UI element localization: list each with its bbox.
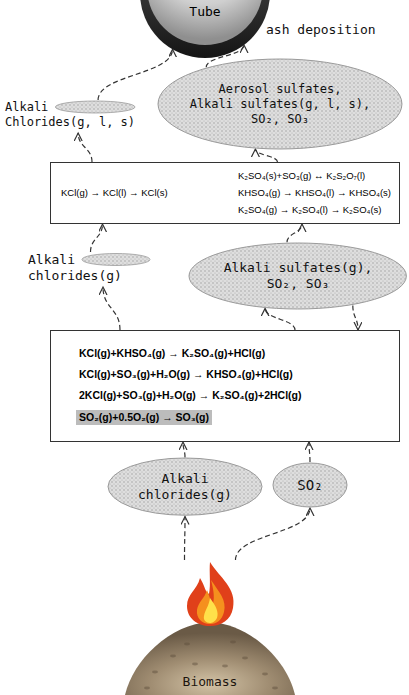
reaction-text: K₂SO₄(g) → K₂SO₄(l) → K₂SO₄(s) [238,204,391,216]
species-label: Alkali sulfates(g, l, s), [190,97,371,112]
flow-arrow [183,442,185,457]
species-ellipse: SO₂ [272,462,348,508]
flame-inner [204,598,218,623]
reaction-box: KCl(g)+KHSO₄(g) → K₂SO₄(g)+HCl(g) KCl(g)+… [50,330,400,442]
reaction-text: K₂SO₄(s)+SO₃(g) ↔ K₂S₂O₇(l) [238,170,391,182]
flow-arrow [98,49,172,100]
flame-middle [197,580,225,624]
species-ellipse-shape [82,254,150,266]
species-label: Alkali chlorides(g) [135,471,235,503]
species-ellipse: Aerosol sulfates,Alkali sulfates(g, l, s… [157,58,403,150]
species-label: SO₂ [297,477,322,494]
species-label: SO₂, SO₃ [190,112,371,127]
biomass-speck [242,657,248,660]
biomass-speck [230,641,236,644]
biomass-speck [184,643,190,646]
species-ellipse-shape [108,458,262,515]
biomass-mound [125,622,295,695]
flow-arrow [265,308,295,330]
species-label: Alkali sulfates(g), SO₂, SO₃ [218,260,378,292]
biomass-speck [152,671,158,674]
flow-arrow [236,508,311,560]
flame-outer [187,562,234,626]
flow-arrow [287,224,302,242]
flow-arrow [91,224,103,252]
reaction-column: K₂SO₄(s)+SO₃(g) ↔ K₂S₂O₇(l) KHSO₄(g) → KH… [238,170,391,216]
flow-arrow [103,287,120,330]
biomass-speck [222,665,228,668]
tube-wall [140,0,270,58]
tube: Tube [140,0,270,58]
biomass-speck [192,663,198,666]
species-ellipse-shape [55,101,135,113]
species-label: Alkali Chlorides(g, l, s) [5,100,138,130]
annotation-label: ash deposition [266,22,376,38]
species-label: Alkali chlorides(g) [28,252,153,284]
species-ellipse: Alkali sulfates(g), SO₂, SO₃ [188,242,407,310]
biomass-speck [170,655,176,658]
biomass-pile: Biomass [125,560,295,695]
species-label: Alkali Chlorides(g, l, s) [5,100,138,133]
species-ellipse-shape [158,59,402,149]
text-group: Alkali chlorides(g) [135,471,235,503]
biomass-label: Biomass [183,674,238,690]
species-ellipse-shape [189,243,406,309]
species-label: Aerosol sulfates, [190,82,371,97]
reaction-text: KHSO₄(g) → KHSO₄(l) → KHSO₄(s) [238,187,391,199]
reaction-box: KCl(g) → KCl(l) → KCl(s) K₂SO₄(s)+SO₃(g) … [50,162,400,224]
reaction-text: KCl(g) → KCl(l) → KCl(s) [61,187,168,199]
text-group: Alkali sulfates(g), SO₂, SO₃ [218,260,378,292]
species-label: Alkali chlorides(g) [28,252,153,287]
biomass-speck [272,687,278,690]
biomass-speck [262,673,268,676]
biomass-speck [144,687,150,690]
flow-arrow [353,305,358,330]
flow-arrow [255,149,277,162]
flow-arrow [184,517,186,560]
text-group: Aerosol sulfates,Alkali sulfates(g, l, s… [190,82,371,127]
reaction-text: 2KCl(g)+SO₃(g)+H₂O(g) → K₂SO₄(g)+2HCl(g) [79,389,301,402]
flow-arrow [309,442,310,462]
flow-arrow [78,133,92,162]
tube-label: Tube [140,4,270,20]
reaction-text: KCl(g)+KHSO₄(g) → K₂SO₄(g)+HCl(g) [79,347,265,360]
species-ellipse-shape [273,463,347,507]
text-group: SO₂ [297,477,322,494]
reaction-text: KCl(g)+SO₃(g)+H₂O(g) → KHSO₄(g)+HCl(g) [79,368,293,381]
species-ellipse: Alkali chlorides(g) [107,457,263,516]
reaction-text: SO₂(g)+0.5O₂(g) → SO₃(g) [76,410,212,425]
